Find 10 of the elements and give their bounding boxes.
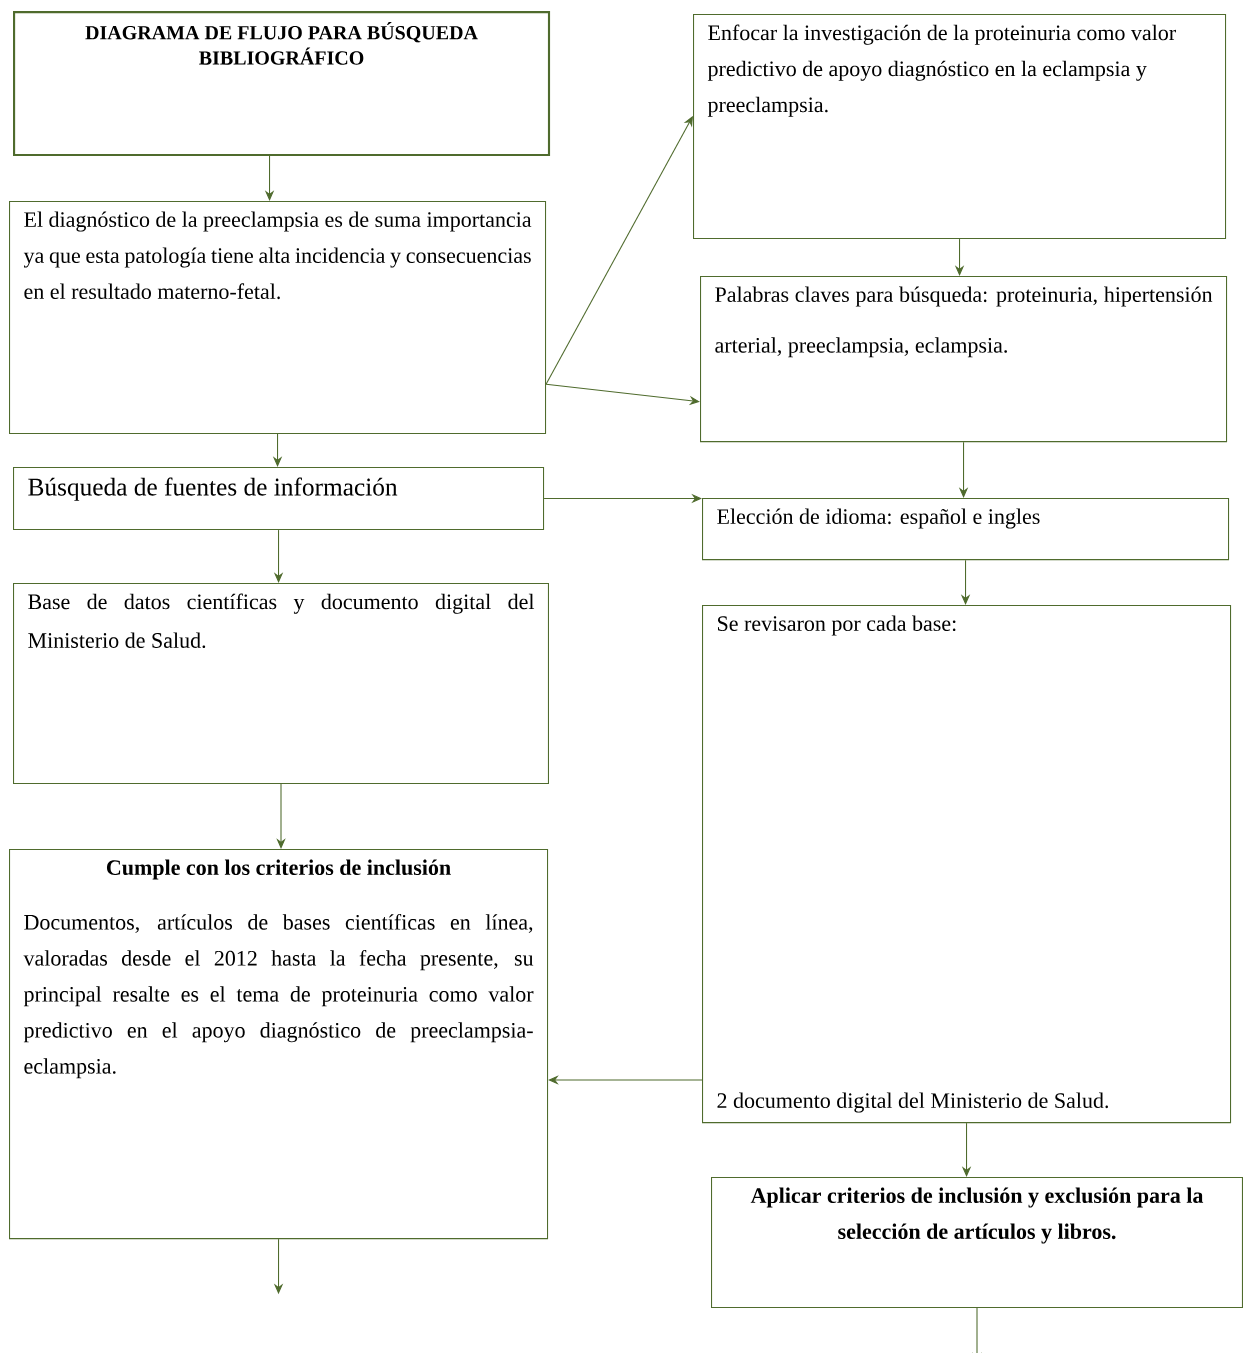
process-box: El diagnóstico de la preeclampsia es de suma importancia ya que esta patología tiene alta incidencia y consecuencias en el resultado materno-fetal.: [9, 201, 547, 435]
process-box: Se revisaron por cada base: 2 documento digital del Ministerio de Salud.: [702, 605, 1232, 1124]
process-box: Enfocar la investigación de la proteinuria como valor predictivo de apoyo diagnóstico en la eclampsia y preeclampsia.: [693, 14, 1227, 240]
process-box: Búsqueda de fuentes de información: [13, 467, 545, 531]
process-box: Cumple con los criterios de inclusión Documentos, artículos de bases científicas en línea, valoradas desde el 2012 hasta la fecha presente, su principal resalte es el tema de proteinuria como valor predictivo en el apoyo diagnóstico de preeclampsia-eclampsia.: [9, 849, 549, 1240]
process-box: Aplicar criterios de inclusión y exclusión para la selección de artículos y libros.: [711, 1177, 1243, 1309]
process-box: Base de datos científicas y documento digital del Ministerio de Salud.: [13, 583, 549, 785]
process-box: Palabras claves para búsqueda: proteinuria, hipertensión arterial, preeclampsia, eclampsia.: [700, 276, 1228, 443]
title-box: DIAGRAMA DE FLUJO PARA BÚSQUEDA BIBLIOGRÁFICO: [13, 11, 551, 157]
process-box: Elección de idioma: español e ingles: [702, 498, 1230, 561]
